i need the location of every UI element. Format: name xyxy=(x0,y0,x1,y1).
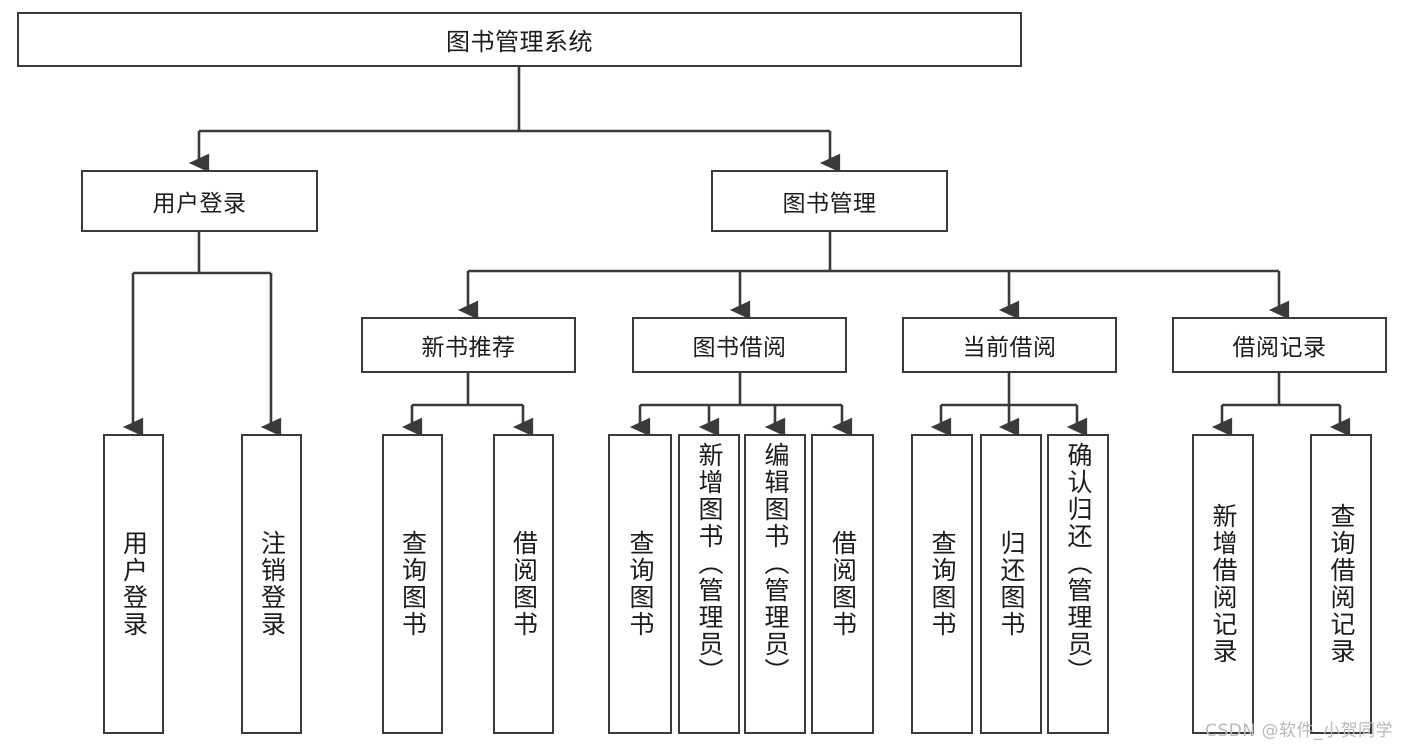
node-borrow-record[interactable]: 借阅记录 xyxy=(1172,317,1387,373)
leaf-borrow-record-2[interactable]: 查询借阅记录 xyxy=(1310,434,1372,734)
node-current-borrow-label: 当前借阅 xyxy=(962,335,1057,361)
node-current-borrow[interactable]: 当前借阅 xyxy=(902,317,1117,373)
leaf-book-borrow-3[interactable]: 编辑图书（管理员） xyxy=(744,434,806,734)
leaf-book-borrow-4[interactable]: 借阅图书 xyxy=(811,434,874,734)
node-borrow-record-label: 借阅记录 xyxy=(1232,335,1327,361)
leaf-new-book-2-label: 借阅图书 xyxy=(509,530,539,638)
leaf-book-borrow-2-label: 新增图书（管理员） xyxy=(695,442,724,685)
leaf-book-borrow-1-label: 查询图书 xyxy=(626,530,655,638)
leaf-current-borrow-1-label: 查询图书 xyxy=(928,530,957,638)
leaf-book-borrow-2[interactable]: 新增图书（管理员） xyxy=(678,434,740,734)
leaf-book-borrow-3-label: 编辑图书（管理员） xyxy=(761,442,790,685)
leaf-current-borrow-2[interactable]: 归还图书 xyxy=(980,434,1042,734)
leaf-user-login-2-label: 注销登录 xyxy=(257,530,287,638)
leaf-book-borrow-1[interactable]: 查询图书 xyxy=(608,434,672,734)
leaf-current-borrow-2-label: 归还图书 xyxy=(997,530,1026,638)
node-new-book-recommend-label: 新书推荐 xyxy=(421,335,516,361)
node-book-borrow[interactable]: 图书借阅 xyxy=(632,317,847,373)
node-root-label: 图书管理系统 xyxy=(446,28,593,56)
leaf-borrow-record-1[interactable]: 新增借阅记录 xyxy=(1192,434,1254,734)
leaf-current-borrow-3[interactable]: 确认归还（管理员） xyxy=(1047,434,1109,734)
leaf-user-login-2[interactable]: 注销登录 xyxy=(241,434,302,734)
leaf-book-borrow-4-label: 借阅图书 xyxy=(828,530,858,638)
node-user-login[interactable]: 用户登录 xyxy=(81,170,318,232)
node-root-system[interactable]: 图书管理系统 xyxy=(17,12,1022,67)
leaf-current-borrow-3-label: 确认归还（管理员） xyxy=(1064,442,1093,685)
node-user-login-label: 用户登录 xyxy=(152,191,247,217)
leaf-current-borrow-1[interactable]: 查询图书 xyxy=(911,434,973,734)
leaf-borrow-record-2-label: 查询借阅记录 xyxy=(1327,503,1356,665)
csdn-watermark: CSDN @软件_小贺同学 xyxy=(1205,721,1393,741)
node-book-manage-label: 图书管理 xyxy=(782,191,877,217)
leaf-new-book-2[interactable]: 借阅图书 xyxy=(493,434,554,734)
node-book-borrow-label: 图书借阅 xyxy=(692,335,787,361)
leaf-user-login-1-label: 用户登录 xyxy=(119,530,149,638)
node-new-book-recommend[interactable]: 新书推荐 xyxy=(361,317,576,373)
leaf-new-book-1[interactable]: 查询图书 xyxy=(382,434,443,734)
leaf-new-book-1-label: 查询图书 xyxy=(398,530,428,638)
leaf-user-login-1[interactable]: 用户登录 xyxy=(103,434,164,734)
node-book-manage[interactable]: 图书管理 xyxy=(711,170,948,232)
leaf-borrow-record-1-label: 新增借阅记录 xyxy=(1209,503,1238,665)
